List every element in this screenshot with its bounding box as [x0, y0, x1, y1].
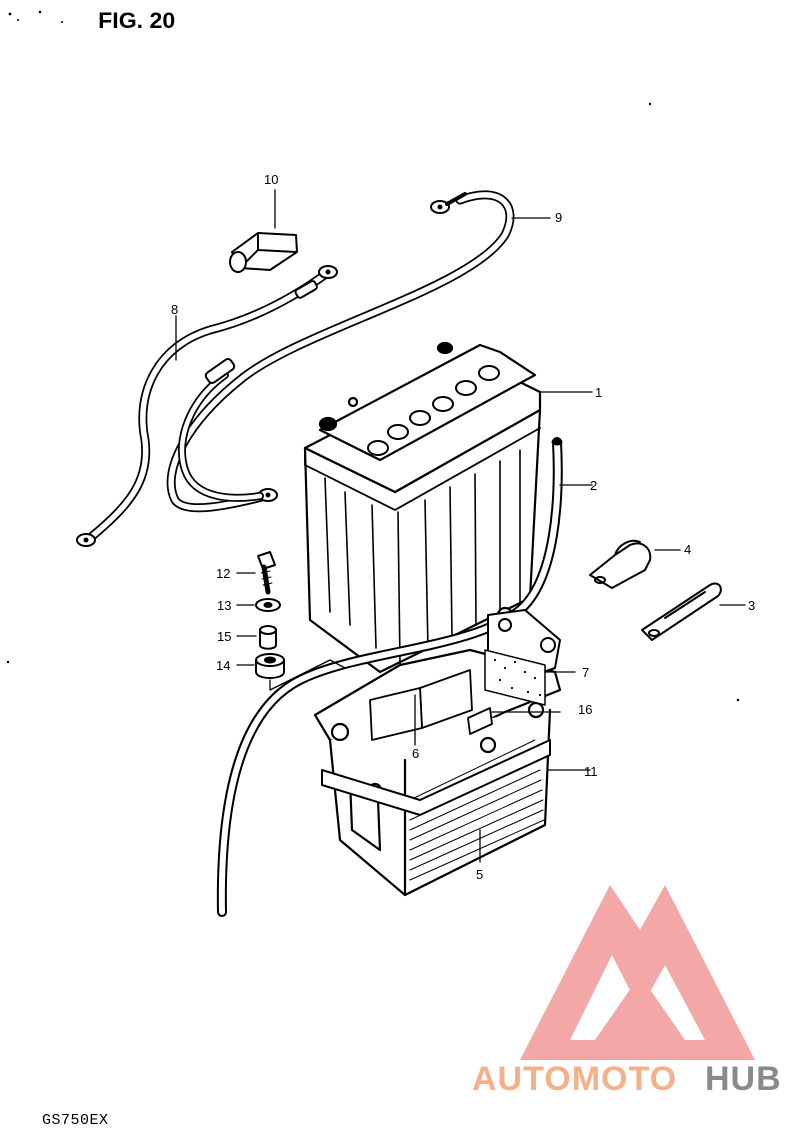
breather-tube-2: [216, 437, 593, 917]
watermark-logo: [520, 885, 755, 1060]
callout-15: 15: [217, 629, 231, 644]
battery-1: [303, 341, 593, 674]
callout-5: 5: [476, 867, 483, 882]
watermark-text-auto: AUTOMOTO: [472, 1060, 677, 1098]
callout-9: 9: [555, 210, 562, 225]
watermark-text-hub: HUB: [705, 1060, 782, 1098]
assembly-line: [269, 659, 346, 691]
strap-3: [641, 582, 746, 641]
callout-13: 13: [217, 598, 231, 613]
cushion-14: [236, 653, 285, 679]
lead-wire-8: [76, 265, 338, 547]
callout-12: 12: [216, 566, 230, 581]
bolt-12: [236, 551, 276, 595]
cushion-7: [484, 649, 576, 706]
callout-7: 7: [582, 665, 589, 680]
callout-3: 3: [748, 598, 755, 613]
model-code: GS750EX: [42, 1112, 109, 1129]
figure-title: FIG. 20: [98, 8, 176, 33]
cushion-6: [369, 669, 473, 746]
callout-14: 14: [216, 658, 230, 673]
callout-16: 16: [578, 702, 592, 717]
terminal-cap-10: [229, 189, 298, 273]
callout-4: 4: [684, 542, 691, 557]
spacer-15: [236, 625, 277, 650]
callout-8: 8: [171, 302, 178, 317]
callout-2: 2: [590, 478, 597, 493]
lead-wire-9: [166, 190, 551, 513]
callout-6: 6: [412, 746, 419, 761]
scan-specks: [6, 10, 740, 702]
callout-11: 11: [584, 764, 598, 779]
cushion-16: [467, 707, 561, 735]
clamp-4: [589, 539, 681, 589]
callout-10: 10: [264, 172, 278, 187]
washer-13: [236, 598, 281, 612]
callout-labels: 1 2 3 4 5 6 7 8 9 10 11 12 13 14 15 16: [171, 172, 755, 882]
callout-1: 1: [595, 385, 602, 400]
